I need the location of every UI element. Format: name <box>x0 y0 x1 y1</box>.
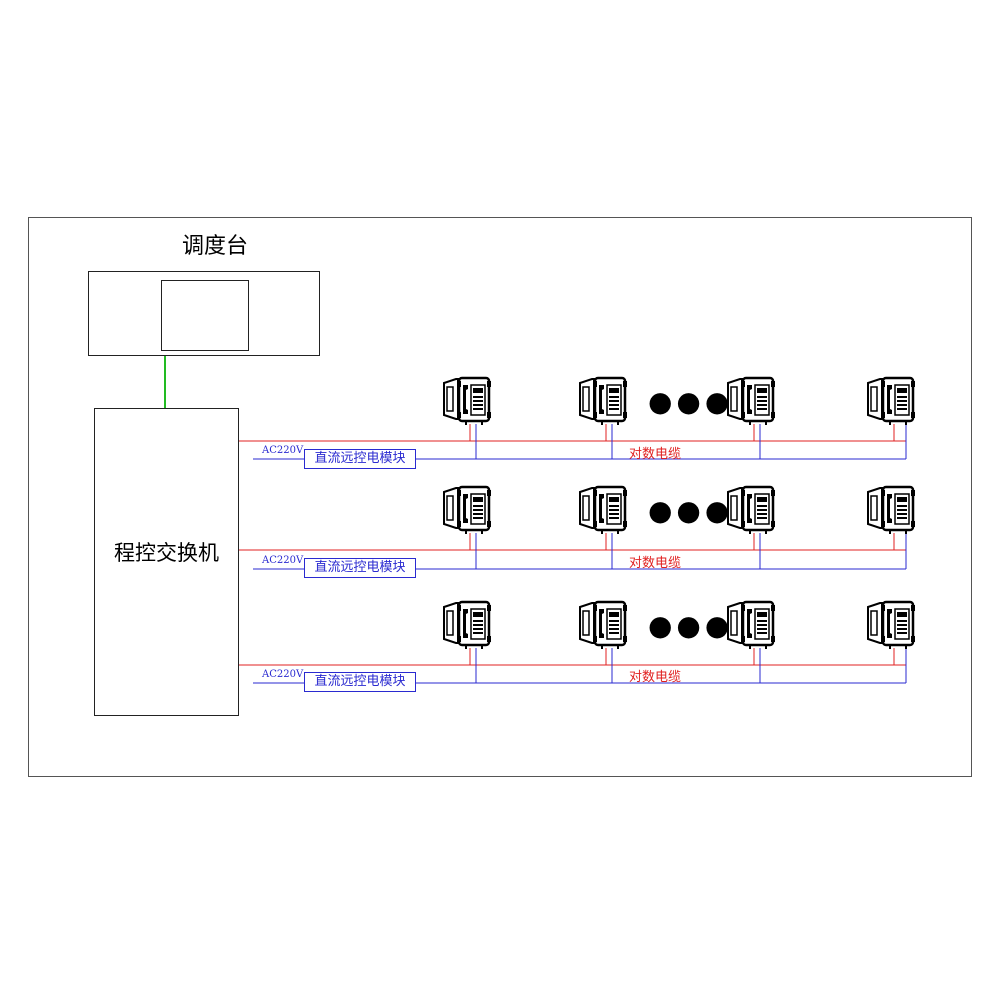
ellipsis: ●●● <box>648 385 734 418</box>
explosion-proof-telephone-icon <box>866 376 917 427</box>
dispatch-console <box>88 271 320 356</box>
pbx-switch: 程控交换机 <box>94 408 239 716</box>
explosion-proof-telephone-icon <box>726 600 777 651</box>
explosion-proof-telephone-icon <box>442 485 493 536</box>
diagram-frame <box>28 217 972 777</box>
explosion-proof-telephone-icon <box>866 485 917 536</box>
explosion-proof-telephone-icon <box>726 376 777 427</box>
explosion-proof-telephone-icon <box>578 600 629 651</box>
ellipsis: ●●● <box>648 609 734 642</box>
dc-remote-power-module: 直流远控电模块 <box>304 558 416 578</box>
explosion-proof-telephone-icon <box>578 485 629 536</box>
ellipsis: ●●● <box>648 494 734 527</box>
dc-remote-power-module: 直流远控电模块 <box>304 672 416 692</box>
explosion-proof-telephone-icon <box>866 600 917 651</box>
pair-cable-label: 对数电缆 <box>629 447 682 462</box>
row-2-wires <box>239 533 907 570</box>
pbx-label: 程控交换机 <box>114 541 219 565</box>
dc-remote-power-module: 直流远控电模块 <box>304 449 416 469</box>
pair-cable-label: 对数电缆 <box>629 670 682 685</box>
console-title: 调度台 <box>181 234 248 259</box>
ac-power-label: AC220V <box>262 555 304 566</box>
row-3-wires <box>239 648 907 684</box>
explosion-proof-telephone-icon <box>578 376 629 427</box>
explosion-proof-telephone-icon <box>726 485 777 536</box>
console-screen <box>161 280 249 351</box>
pair-cable-label: 对数电缆 <box>629 556 682 571</box>
explosion-proof-telephone-icon <box>442 376 493 427</box>
explosion-proof-telephone-icon <box>442 600 493 651</box>
ac-power-label: AC220V <box>262 445 304 456</box>
ac-power-label: AC220V <box>262 669 304 680</box>
row-1-wires <box>239 424 907 460</box>
